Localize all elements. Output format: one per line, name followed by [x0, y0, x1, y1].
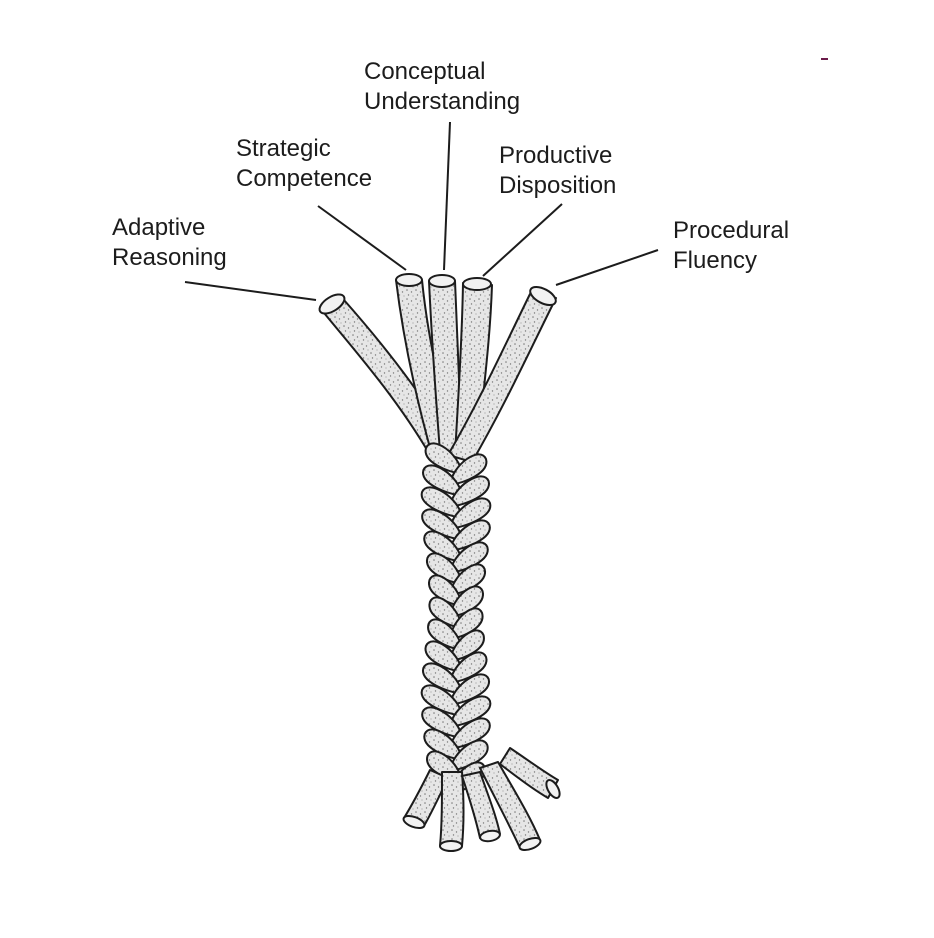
strand-end-strategic — [395, 273, 423, 287]
leader-line-procedural — [555, 249, 659, 286]
label-conceptual-line-2: Understanding — [364, 88, 521, 115]
label-productive-line-1: Productive — [499, 142, 613, 169]
label-adaptive-line-2: Reasoning — [112, 244, 227, 271]
leader-line-strategic — [317, 205, 407, 271]
corner-mark — [821, 58, 828, 60]
label-productive-line-2: Disposition — [499, 172, 617, 199]
label-adaptive-line-1: Adaptive — [112, 214, 206, 241]
label-conceptual-line-1: Conceptual — [364, 58, 486, 85]
label-strategic-line-1: Strategic — [236, 135, 331, 162]
frayed-cap-3 — [479, 829, 501, 843]
frayed-cap-1 — [402, 814, 426, 830]
label-productive-disposition: Productive Disposition — [499, 141, 616, 201]
label-strategic-competence: Strategic Competence — [236, 134, 372, 194]
frayed-end-5 — [499, 747, 559, 799]
label-adaptive-reasoning: Adaptive Reasoning — [112, 213, 227, 273]
strand-end-productive — [462, 277, 492, 291]
label-procedural-line-1: Procedural — [673, 217, 790, 244]
label-strategic-line-2: Competence — [236, 165, 373, 192]
frayed-cap-4 — [518, 836, 542, 852]
leader-line-conceptual — [443, 121, 451, 271]
leader-line-adaptive — [184, 281, 317, 301]
leader-line-productive — [482, 203, 563, 277]
braid-body — [421, 442, 491, 795]
frayed-cap-2 — [439, 840, 463, 852]
label-conceptual-understanding: Conceptual Understanding — [364, 57, 520, 117]
label-procedural-line-2: Fluency — [673, 247, 758, 274]
strand-end-conceptual — [428, 274, 456, 288]
frayed-cap-5 — [545, 778, 561, 800]
strand-end-procedural — [529, 285, 557, 307]
strand-end-adaptive — [318, 293, 346, 315]
frayed-end-2 — [439, 771, 465, 847]
label-procedural-fluency: Procedural Fluency — [673, 216, 789, 276]
